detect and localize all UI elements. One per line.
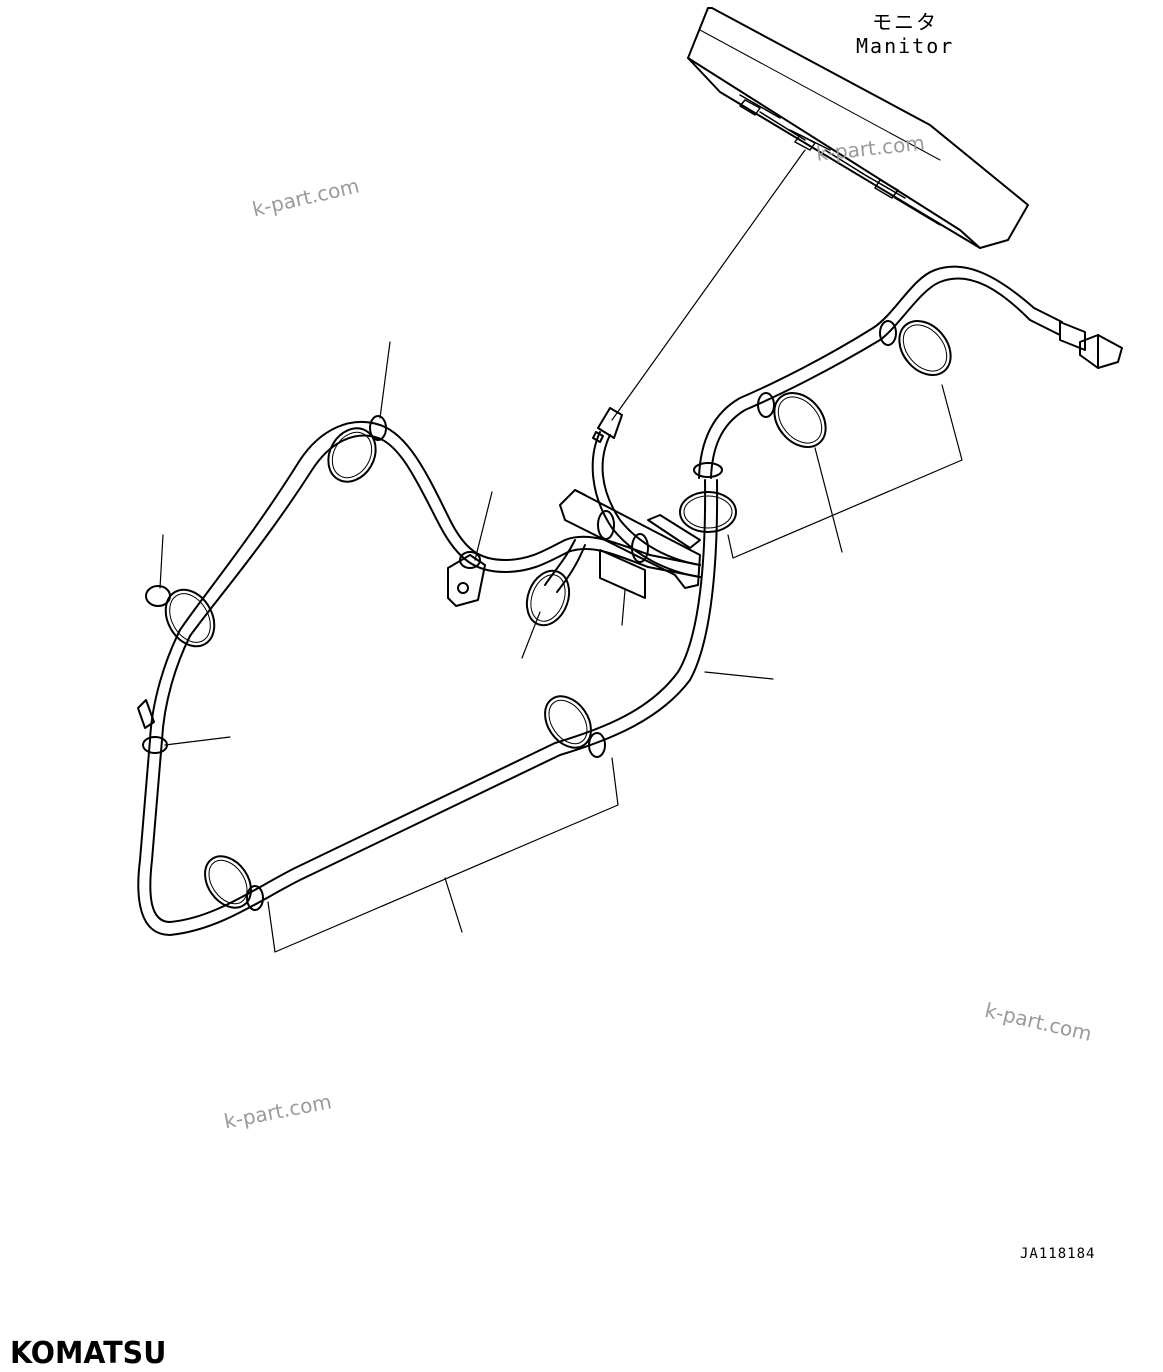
komatsu-logo: KOMATSU <box>10 1336 167 1371</box>
leader-monitor <box>611 149 806 421</box>
drawing-number: JA118184 <box>1020 1246 1096 1262</box>
wiring-harness-main <box>137 265 1123 936</box>
monitor-unit <box>687 7 1029 249</box>
brackets <box>137 407 701 729</box>
clamp-rings <box>142 320 952 911</box>
leader-lines <box>159 341 963 953</box>
monitor-label-jp: モニタ <box>872 10 938 34</box>
monitor-label-en: Manitor <box>856 34 955 58</box>
